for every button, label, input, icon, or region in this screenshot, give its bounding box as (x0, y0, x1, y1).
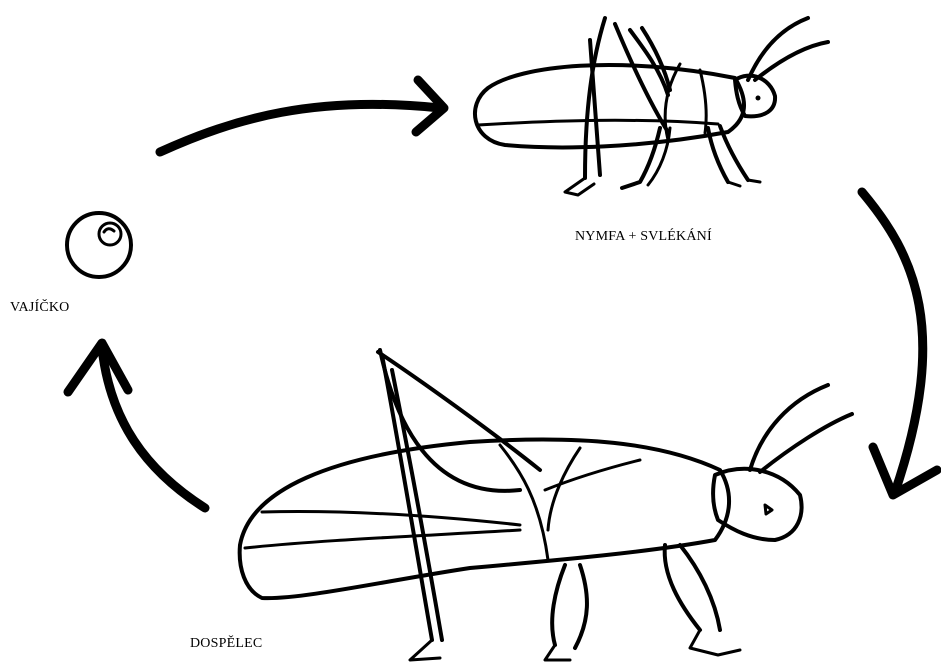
label-nymph: NYMFA + SVLÉKÁNÍ (575, 229, 712, 245)
grasshopper-nymph-icon (475, 18, 828, 195)
egg-icon (67, 213, 131, 277)
label-egg: VAJÍČKO (10, 300, 70, 316)
grasshopper-adult-icon (240, 350, 852, 660)
label-adult: DOSPĚLEC (190, 636, 262, 652)
arrow-nymph-to-adult (862, 192, 937, 495)
arrow-adult-to-egg (68, 343, 205, 508)
arrow-egg-to-nymph (160, 80, 444, 152)
